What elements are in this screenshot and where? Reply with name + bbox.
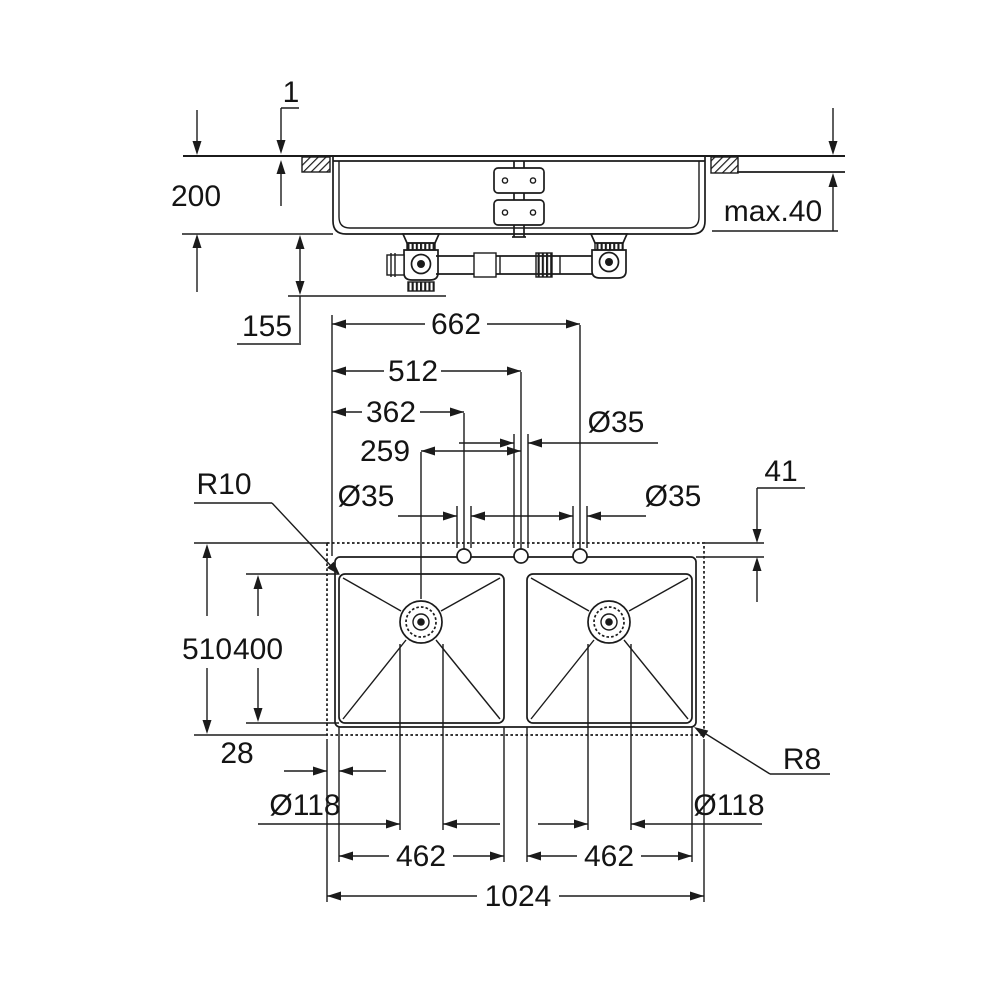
dim-label-counter-thickness: max.40 (724, 195, 822, 228)
counter-hatch-left (302, 157, 330, 172)
dim-radius-bottom: R8 (694, 727, 830, 776)
dim-to-hole3: 662 (332, 308, 580, 341)
dim-label-to-hole1: 362 (366, 396, 416, 429)
dim-counter-thickness: max.40 (712, 108, 838, 232)
plan-view: 662 512 362 259 Ø35 (182, 308, 830, 913)
dim-hole2-dia: Ø35 (459, 406, 658, 448)
dim-depth-outer: 510 (182, 544, 232, 734)
dim-drain-dia-right: Ø118 (538, 789, 765, 829)
dim-label-depth-bowl: 400 (233, 633, 283, 666)
dim-label-drain-dia-left: Ø118 (269, 789, 340, 822)
faucet-hole-2 (513, 548, 529, 564)
sink-body-section (332, 157, 706, 235)
dim-label-depth-outer: 510 (182, 633, 232, 666)
dim-label-radius-top: R10 (196, 468, 251, 501)
dim-label-bowl-width-right: 462 (584, 840, 634, 873)
dim-label-ledge-depth: 41 (764, 455, 797, 488)
dim-label-drain-dia-right: Ø118 (693, 789, 764, 822)
dim-to-hole2: 512 (332, 355, 521, 388)
dim-ledge-depth: 41 (752, 455, 805, 602)
dim-total-width: 1024 (327, 880, 704, 913)
dim-label-radius-bottom: R8 (783, 743, 821, 776)
faucet-holes (456, 548, 588, 564)
bowl-right (526, 573, 693, 724)
dim-label-rim-height: 1 (283, 76, 300, 109)
dim-hole3-dia: Ø35 (645, 480, 702, 513)
dim-edge-gap: 28 (220, 737, 386, 776)
dim-label-edge-gap: 28 (220, 737, 253, 770)
sink-cutout (334, 556, 697, 728)
drain-right (587, 600, 631, 644)
dim-label-sink-depth: 200 (171, 180, 221, 213)
dim-drain-to-hole2: 259 (360, 435, 521, 468)
dim-label-bowl-width-left: 462 (396, 840, 446, 873)
dim-label-to-hole3: 662 (431, 308, 481, 341)
sink-outer-rim (326, 542, 705, 736)
side-view: 1 200 max.40 (171, 76, 845, 345)
dim-rim-height: 1 (276, 76, 300, 206)
drain-left (399, 600, 443, 644)
bowl-left (338, 573, 505, 724)
dim-bowl-width-right: 462 (527, 840, 692, 873)
faucet-hole-1 (456, 548, 472, 564)
drain-extensions (399, 644, 632, 830)
mounting-brackets (493, 161, 545, 238)
dim-drain-dia-left: Ø118 (258, 789, 500, 829)
dim-label-drain-to-hole2: 259 (360, 435, 410, 468)
drain-plumbing (386, 233, 629, 292)
countertop-section (183, 154, 845, 174)
faucet-hole-3 (572, 548, 588, 564)
bowl-width-extensions (326, 727, 705, 902)
dim-label-drain-clearance: 155 (242, 310, 292, 343)
dim-to-hole1: 362 (332, 396, 464, 429)
dim-label-total-width: 1024 (485, 880, 552, 913)
dim-label-hole3-dia: Ø35 (645, 480, 702, 513)
dim-depth-bowl: 400 (233, 573, 339, 724)
dim-drain-clearance: 155 (237, 235, 305, 345)
faucet-hole-extensions (331, 315, 588, 599)
dim-label-hole1-dia: Ø35 (338, 480, 395, 513)
dim-radius-top: R10 (194, 468, 340, 575)
dim-sink-depth: 200 (171, 110, 221, 292)
dim-bowl-width-left: 462 (339, 840, 504, 873)
dim-label-to-hole2: 512 (388, 355, 438, 388)
dim-hole1-dia: Ø35 (338, 480, 646, 521)
counter-hatch-right (711, 157, 738, 173)
dim-label-hole2-dia: Ø35 (588, 406, 645, 439)
